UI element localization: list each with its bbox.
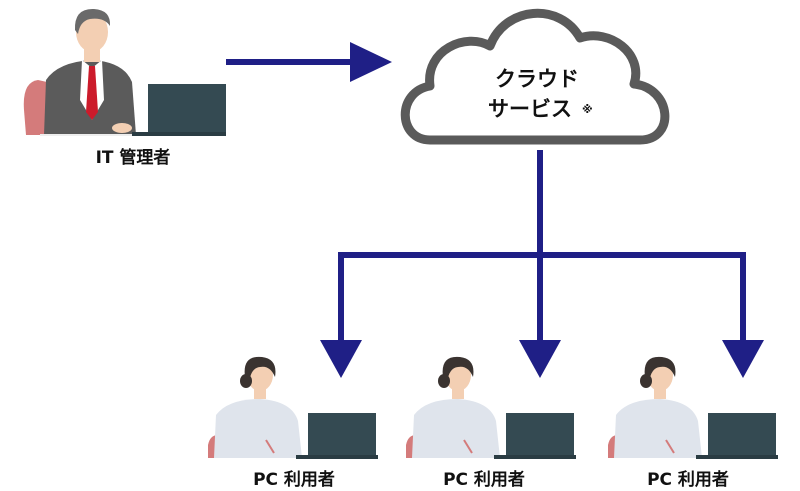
admin-label: IT 管理者 [96, 147, 171, 168]
admin-laptop-screen [148, 84, 226, 134]
pc-user-3-label: PC 利用者 [647, 469, 729, 490]
arrow-admin-to-cloud [226, 42, 392, 82]
cloud-label-line2: サービス [488, 97, 572, 121]
admin-tie [86, 66, 98, 120]
pc-user-1-label: PC 利用者 [253, 469, 335, 490]
arrowhead-left [320, 340, 362, 378]
admin-hair [74, 8, 111, 34]
admin-hand [112, 123, 132, 133]
distribution-arrows [320, 150, 764, 378]
pc-user-3 [608, 356, 778, 459]
arrowhead-right [722, 340, 764, 378]
cloud-note-mark: ※ [582, 103, 593, 116]
arrowhead-center [519, 340, 561, 378]
cloud-shape [400, 9, 670, 145]
admin-head [76, 12, 108, 52]
it-admin-figure [23, 8, 226, 136]
admin-neck [84, 48, 100, 62]
pc-user-2 [406, 356, 576, 459]
pc-user-2-label: PC 利用者 [443, 469, 525, 490]
admin-laptop-base [132, 132, 226, 136]
pc-user-1 [208, 356, 378, 459]
cloud-label-line1: クラウド [495, 67, 579, 91]
